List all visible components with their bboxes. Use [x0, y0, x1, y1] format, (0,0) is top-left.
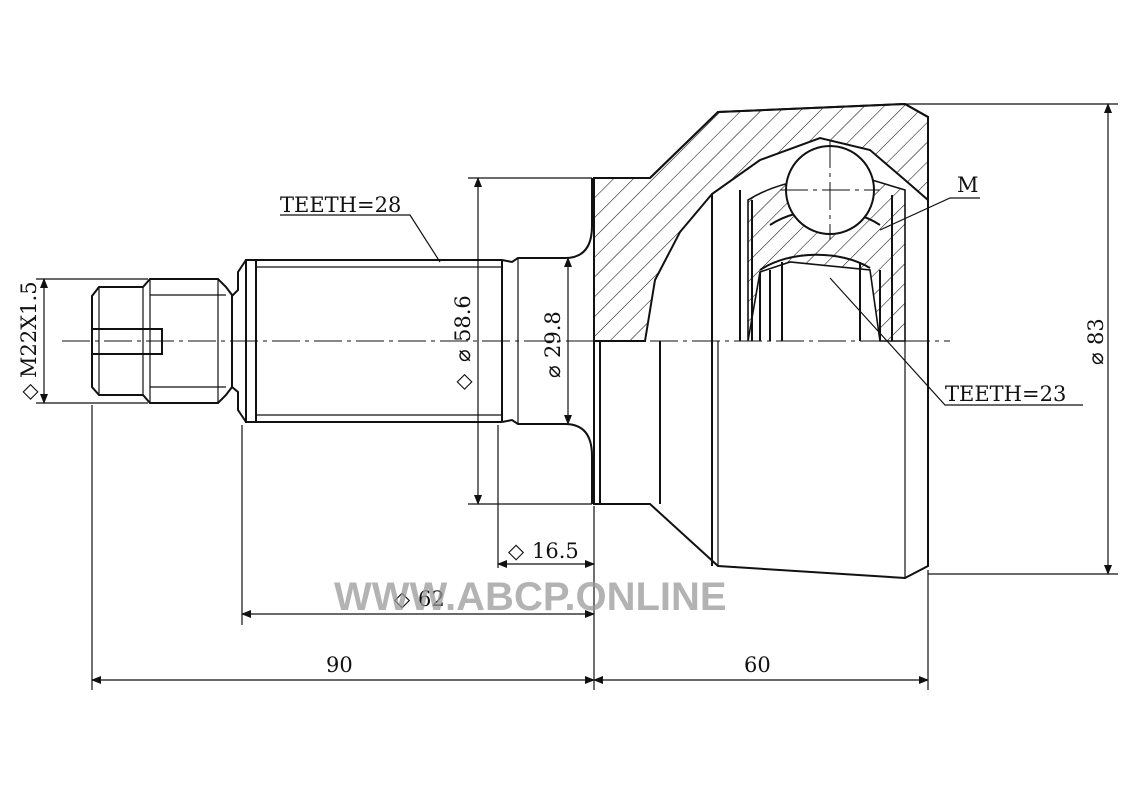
teeth-28-label: TEETH=28	[280, 193, 401, 217]
len-60-label: 60	[744, 653, 771, 677]
ball	[780, 140, 880, 240]
len-16-label: 16.5	[532, 539, 579, 563]
dia-58-label: 58.6	[451, 295, 475, 342]
dia-83-symbol: ⌀	[1084, 352, 1108, 365]
teeth-23-label: TEETH=23	[945, 382, 1066, 406]
bell-housing	[593, 102, 929, 580]
len-16-square-symbol: ◇	[508, 539, 525, 563]
dia-29-symbol: ⌀	[541, 365, 565, 378]
len-90-label: 90	[326, 653, 353, 677]
splined-shaft	[245, 178, 593, 504]
len-62-label: 62	[418, 587, 445, 611]
m-label: M	[957, 173, 979, 197]
threaded-stub	[91, 278, 233, 404]
len-62-square-symbol: ◇	[394, 587, 411, 611]
thread-label: M22X1.5	[17, 281, 41, 378]
dia-83-label: 83	[1084, 318, 1108, 345]
leader-lines	[280, 197, 1083, 406]
dimension-lines	[36, 103, 1118, 690]
thread-square-symbol: ◇	[17, 383, 41, 400]
neck	[231, 259, 247, 423]
watermark: WWW.ABCP.ONLINE	[334, 575, 727, 619]
dia-58-symbol: ⌀	[451, 349, 475, 362]
dia-58-square-symbol: ◇	[451, 373, 475, 390]
dia-29-label: 29.8	[541, 311, 565, 358]
